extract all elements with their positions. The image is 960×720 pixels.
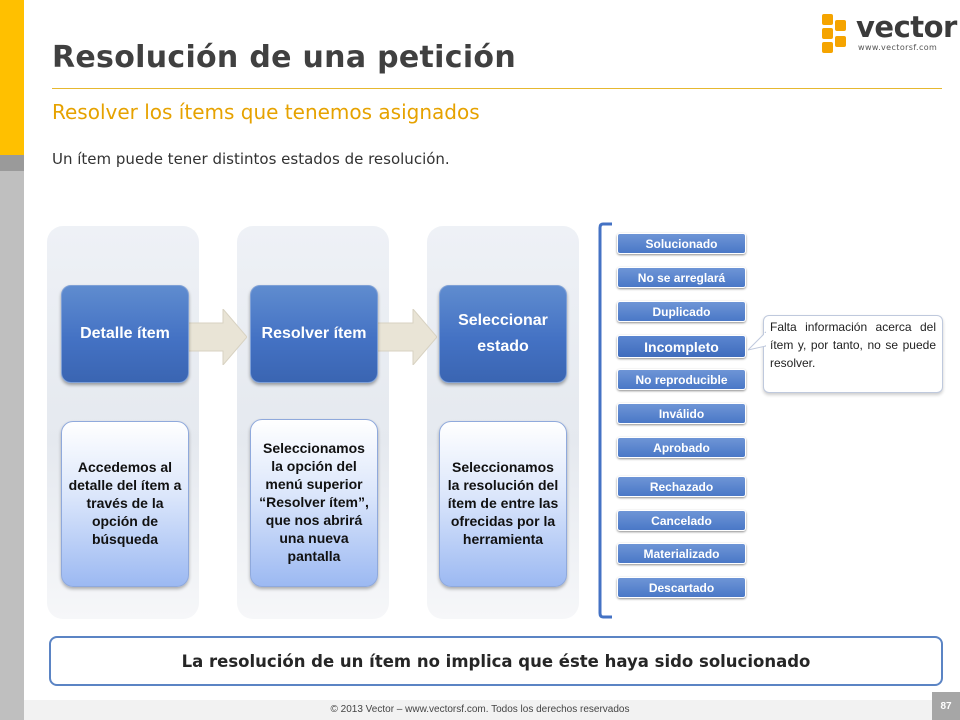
states-bracket bbox=[598, 222, 612, 619]
callout-pointer bbox=[748, 331, 766, 351]
state-option-no-reproducible[interactable]: No reproducible bbox=[617, 369, 746, 390]
state-option-descartado[interactable]: Descartado bbox=[617, 577, 746, 598]
state-option-solucionado[interactable]: Solucionado bbox=[617, 233, 746, 254]
step-description-1: Accedemos al detalle del ítem a través d… bbox=[61, 421, 189, 587]
logo-mark-icon bbox=[822, 14, 852, 54]
side-bar-divider bbox=[0, 155, 24, 171]
state-option-cancelado[interactable]: Cancelado bbox=[617, 510, 746, 531]
vector-logo: vector www.vectorsf.com bbox=[822, 10, 957, 56]
state-option-no-se-arreglara[interactable]: No se arreglará bbox=[617, 267, 746, 288]
incompleto-callout: Falta información acerca del ítem y, por… bbox=[763, 315, 943, 393]
step-description-2: Seleccionamos la opción del menú superio… bbox=[250, 419, 378, 587]
state-option-duplicado[interactable]: Duplicado bbox=[617, 301, 746, 322]
state-option-invalido[interactable]: Inválido bbox=[617, 403, 746, 424]
flow-arrow-icon bbox=[181, 309, 247, 365]
step-description-3: Seleccionamos la resolución del ítem de … bbox=[439, 421, 567, 587]
step-seleccionar-estado: Seleccionar estado bbox=[439, 285, 567, 383]
slide-subtitle: Resolver los ítems que tenemos asignados bbox=[52, 100, 480, 124]
side-accent-bar bbox=[0, 0, 24, 155]
page-number: 87 bbox=[932, 692, 960, 720]
logo-url: www.vectorsf.com bbox=[858, 43, 938, 52]
resolution-note: La resolución de un ítem no implica que … bbox=[49, 636, 943, 686]
footer-bar bbox=[24, 700, 932, 720]
step-resolver-item: Resolver ítem bbox=[250, 285, 378, 383]
state-option-incompleto[interactable]: Incompleto bbox=[617, 335, 746, 358]
title-divider bbox=[52, 88, 942, 89]
intro-text: Un ítem puede tener distintos estados de… bbox=[52, 150, 450, 168]
slide-title: Resolución de una petición bbox=[52, 40, 516, 75]
side-gray-bar bbox=[0, 171, 24, 720]
state-option-aprobado[interactable]: Aprobado bbox=[617, 437, 746, 458]
state-option-materializado[interactable]: Materializado bbox=[617, 543, 746, 564]
logo-wordmark: vector bbox=[856, 10, 957, 44]
step-detalle-item: Detalle ítem bbox=[61, 285, 189, 383]
state-option-rechazado[interactable]: Rechazado bbox=[617, 476, 746, 497]
footer-copyright: © 2013 Vector – www.vectorsf.com. Todos … bbox=[330, 704, 630, 715]
flow-arrow-icon bbox=[371, 309, 437, 365]
